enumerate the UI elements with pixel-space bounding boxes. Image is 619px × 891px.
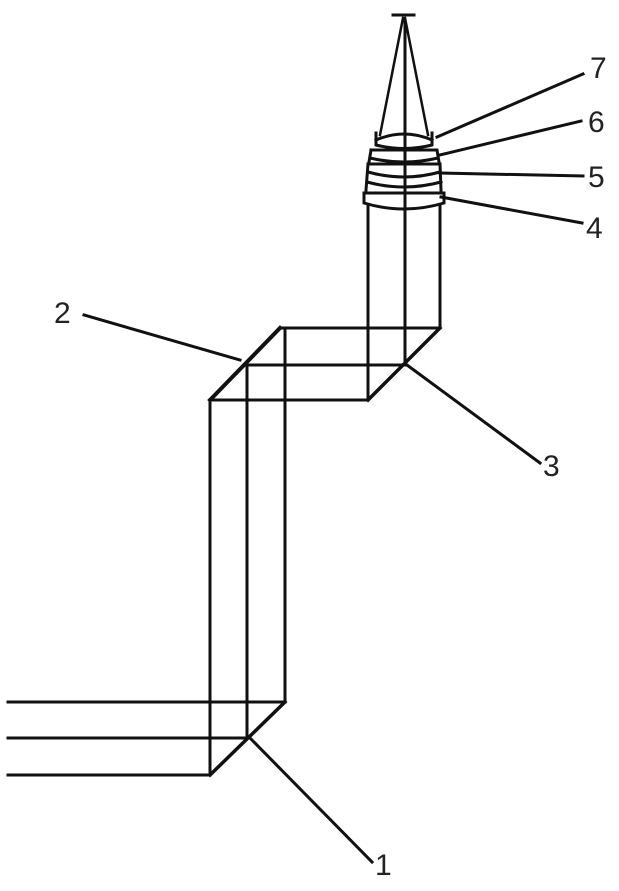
horizontal-beam-middle (208, 326, 442, 402)
leader-lines (82, 72, 585, 865)
label-1: 1 (375, 849, 392, 882)
focused-beam (378, 13, 430, 137)
label-6: 6 (588, 106, 605, 139)
label-7: 7 (590, 52, 607, 85)
label-2: 2 (54, 297, 71, 330)
reference-labels: 1 2 3 4 5 6 7 (54, 52, 607, 882)
vertical-beam-lower (208, 326, 287, 777)
lens-7 (374, 131, 434, 150)
input-beam (6, 700, 287, 777)
label-5: 5 (588, 161, 605, 194)
lens-stack (362, 131, 446, 211)
lens-5 (364, 162, 443, 192)
lens-4 (362, 191, 446, 211)
label-3: 3 (543, 450, 560, 483)
lens-6 (367, 148, 441, 164)
label-4: 4 (586, 212, 603, 245)
